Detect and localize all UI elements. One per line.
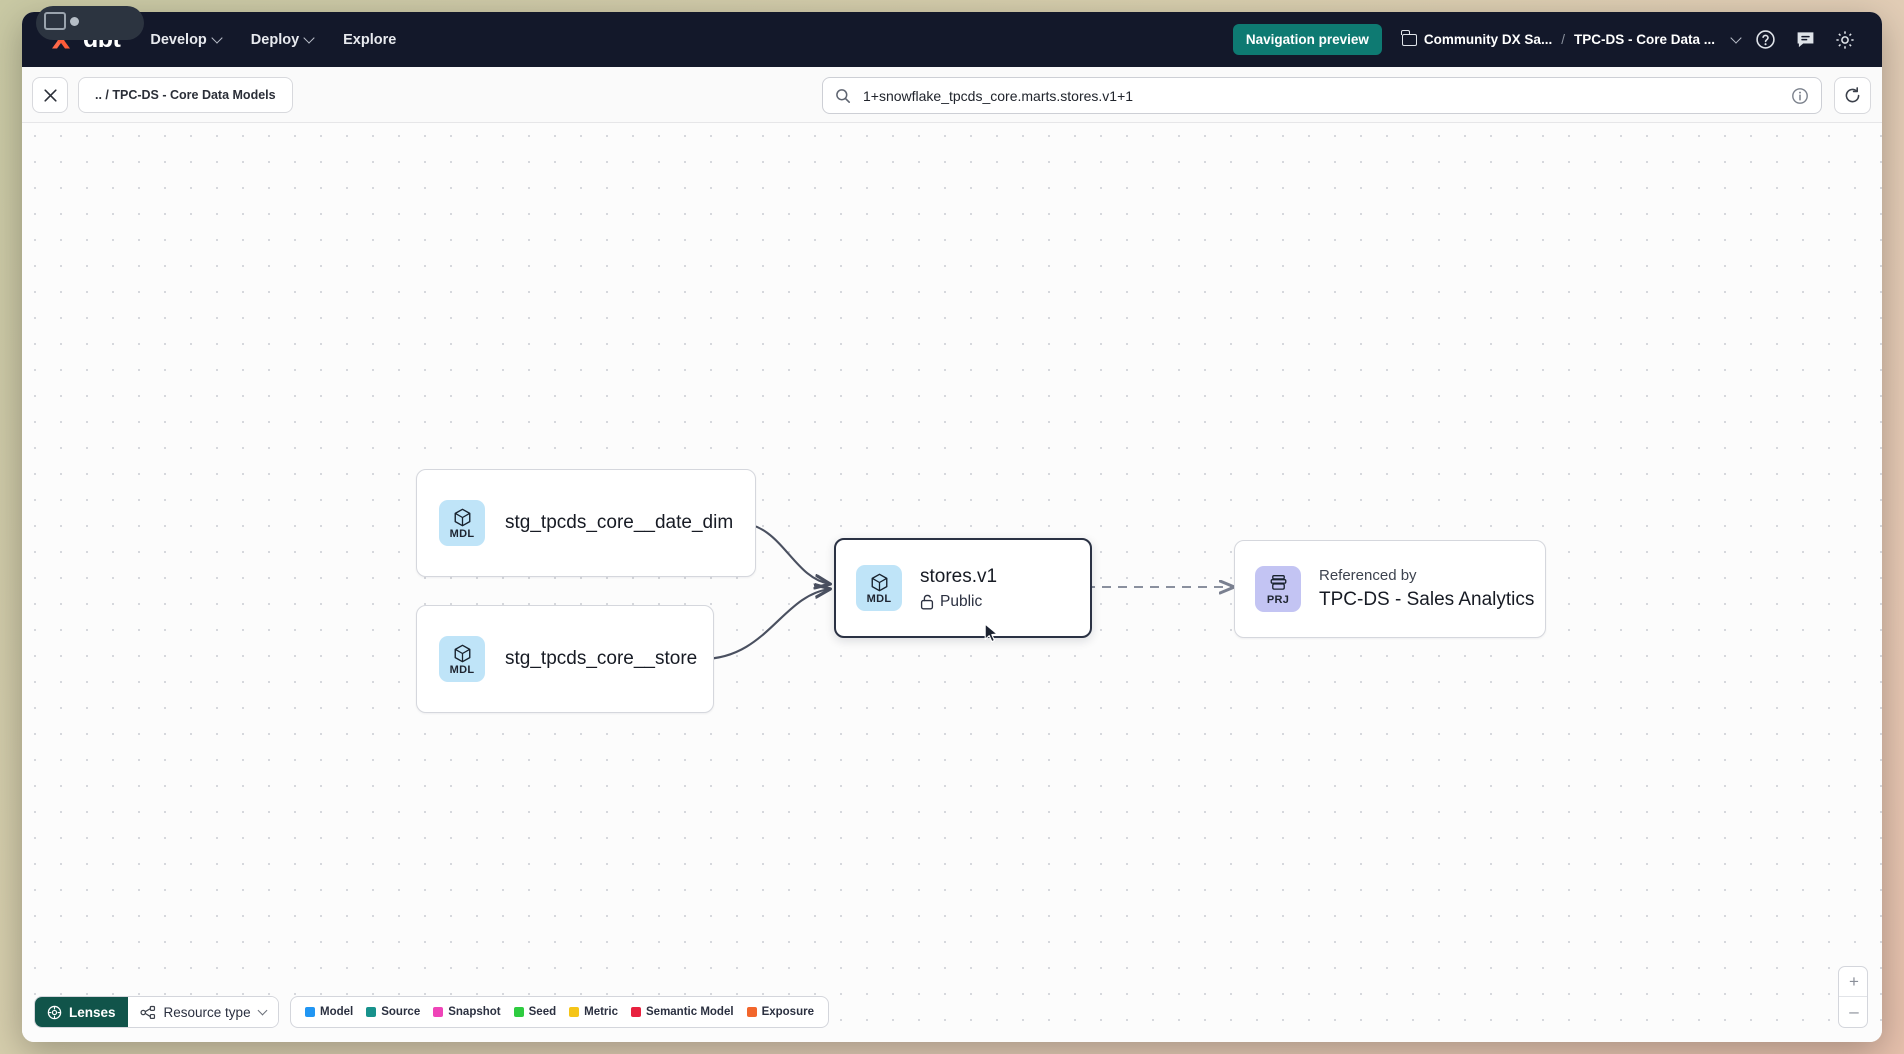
unlock-icon — [920, 594, 934, 609]
lenses-button[interactable]: Lenses — [35, 997, 128, 1027]
node-text-block: stores.v1 Public — [920, 566, 997, 611]
nav-item-explore[interactable]: Explore — [343, 32, 396, 48]
lenses-control-group: Lenses Resource type — [34, 996, 279, 1028]
resource-type-filter[interactable]: Resource type — [127, 997, 278, 1027]
legend-swatch — [366, 1007, 377, 1017]
folder-icon — [1401, 29, 1417, 46]
lineage-node-model[interactable]: MDL stg_tpcds_core__date_dim — [416, 469, 756, 577]
project-breadcrumb-chip[interactable]: .. / TPC-DS - Core Data Models — [78, 77, 293, 113]
nav-item-deploy[interactable]: Deploy — [250, 31, 315, 48]
gear-icon — [1836, 30, 1854, 49]
window-restore-icon — [44, 12, 66, 30]
zoom-controls: + – — [1838, 966, 1868, 1028]
legend-label: Seed — [528, 1006, 557, 1018]
lineage-node-model[interactable]: MDL stg_tpcds_core__store — [416, 605, 714, 713]
nav-item-explore-label: Explore — [343, 31, 397, 48]
refresh-button[interactable] — [1834, 77, 1871, 114]
legend-item-model: Model — [305, 1006, 353, 1018]
node-type-badge: MDL — [439, 500, 485, 546]
feedback-button[interactable] — [1790, 25, 1820, 55]
legend-item-metric: Metric — [569, 1006, 618, 1018]
browser-window: dbt Develop Deploy Explore Navigation pr… — [22, 12, 1882, 1042]
node-title: TPC-DS - Sales Analytics — [1319, 589, 1535, 610]
node-title: stg_tpcds_core__date_dim — [505, 512, 734, 533]
legend-item-seed: Seed — [513, 1006, 557, 1018]
cube-icon — [454, 644, 470, 662]
chevron-down-icon[interactable] — [1730, 31, 1742, 44]
zoom-out-button[interactable]: – — [1849, 1002, 1859, 1021]
legend-label: Model — [320, 1006, 354, 1018]
lineage-search-field[interactable]: 1+snowflake_tpcds_core.marts.stores.v1+1 — [822, 77, 1822, 114]
chat-bubble-icon — [1797, 32, 1813, 48]
legend-label: Snapshot — [448, 1006, 501, 1018]
help-button[interactable] — [1750, 25, 1780, 55]
lineage-toolbar: .. / TPC-DS - Core Data Models 1+snowfla… — [22, 67, 1882, 123]
info-circle-icon[interactable] — [1791, 87, 1809, 105]
legend-label: Source — [381, 1006, 421, 1018]
lineage-canvas[interactable]: MDL stg_tpcds_core__date_dim MDL stg_tpc… — [22, 123, 1882, 1042]
node-badge-label: MDL — [449, 663, 475, 676]
legend-label: Metric — [584, 1006, 618, 1018]
breadcrumb: Community DX Sa... / TPC-DS - Core Data … — [1401, 29, 1742, 47]
cube-icon — [871, 573, 887, 591]
legend-swatch — [433, 1007, 444, 1017]
legend-item-source: Source — [366, 1006, 420, 1018]
node-title: stg_tpcds_core__store — [505, 648, 698, 669]
close-button[interactable] — [32, 77, 68, 113]
chevron-down-icon — [211, 31, 223, 44]
node-text-block: Referenced by TPC-DS - Sales Analytics — [1319, 567, 1534, 611]
top-navigation-bar: dbt Develop Deploy Explore Navigation pr… — [22, 12, 1882, 67]
refresh-icon — [1845, 87, 1860, 103]
search-input[interactable]: 1+snowflake_tpcds_core.marts.stores.v1+1 — [863, 87, 1134, 104]
node-type-badge: MDL — [856, 565, 902, 611]
browser-tab-nub[interactable] — [36, 6, 144, 40]
node-type-badge: PRJ — [1255, 566, 1301, 612]
navbar-right-group: Navigation preview Community DX Sa... / … — [1232, 24, 1860, 55]
node-badge-label: PRJ — [1266, 593, 1290, 606]
navigation-preview-badge[interactable]: Navigation preview — [1232, 24, 1382, 55]
question-circle-icon — [1755, 30, 1775, 49]
search-icon — [836, 88, 850, 103]
breadcrumb-account[interactable]: Community DX Sa... — [1423, 32, 1553, 47]
chevron-down-icon — [257, 1005, 268, 1015]
nav-item-develop-label: Develop — [150, 31, 207, 48]
node-badge-label: MDL — [866, 592, 892, 605]
legend-swatch — [513, 1007, 524, 1017]
nav-item-deploy-label: Deploy — [250, 31, 300, 48]
legend-item-snapshot: Snapshot — [433, 1006, 501, 1018]
settings-button[interactable] — [1830, 25, 1860, 55]
breadcrumb-separator: / — [1561, 32, 1565, 47]
resource-type-label: Resource type — [163, 1004, 251, 1020]
legend-item-exposure: Exposure — [746, 1006, 814, 1018]
chevron-down-icon — [303, 31, 315, 44]
lenses-button-label: Lenses — [69, 1004, 116, 1020]
nodes-graph-icon — [139, 1005, 155, 1019]
lens-circle-icon — [47, 1005, 62, 1019]
node-badge-label: MDL — [449, 527, 475, 540]
legend-item-semantic-model: Semantic Model — [631, 1006, 734, 1018]
cube-icon — [454, 508, 470, 526]
legend-swatch — [305, 1007, 315, 1017]
legend-swatch — [569, 1007, 580, 1017]
node-access-label: Public — [940, 592, 983, 610]
node-eyebrow-label: Referenced by — [1319, 567, 1417, 584]
close-x-icon — [43, 88, 57, 102]
tab-indicator-dot — [70, 17, 79, 26]
breadcrumb-project[interactable]: TPC-DS - Core Data ... — [1573, 32, 1715, 47]
legend-swatch — [746, 1007, 757, 1017]
nav-item-develop[interactable]: Develop — [150, 31, 223, 48]
node-type-badge: MDL — [439, 636, 485, 682]
lineage-node-project[interactable]: PRJ Referenced by TPC-DS - Sales Analyti… — [1234, 540, 1546, 638]
node-title: stores.v1 — [920, 565, 998, 587]
lineage-node-selected[interactable]: MDL stores.v1 Public — [834, 538, 1092, 638]
node-access-row: Public — [920, 593, 997, 611]
legend-label: Exposure — [761, 1006, 814, 1018]
legend-swatch — [631, 1007, 641, 1017]
zoom-in-button[interactable]: + — [1839, 967, 1867, 997]
legend-label: Semantic Model — [646, 1006, 734, 1018]
resource-type-legend: Model Source Snapshot Seed Metric Semant… — [290, 996, 829, 1028]
layers-stack-icon — [1270, 574, 1286, 590]
